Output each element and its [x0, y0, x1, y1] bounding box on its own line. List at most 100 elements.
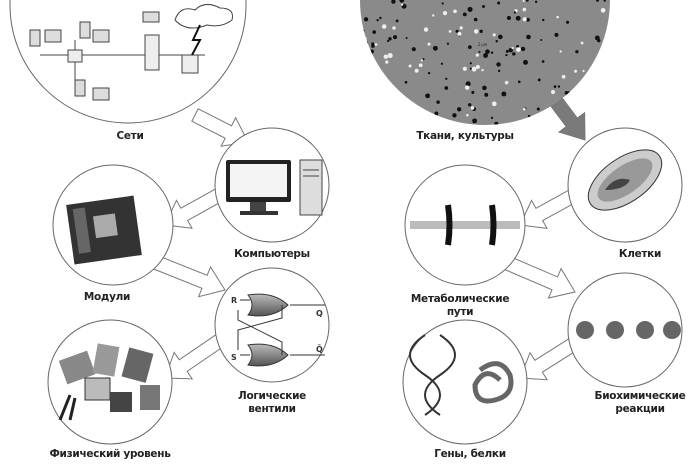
cell-dot: [411, 47, 416, 52]
cell-dot: [378, 109, 381, 112]
cell-dot: [497, 1, 501, 5]
cell-dot: [553, 85, 557, 88]
cell-dot: [372, 30, 376, 34]
cell-dot: [522, 17, 527, 22]
enzyme-reaction-icon: [576, 321, 681, 339]
cell-dot: [427, 42, 431, 46]
cell-dot: [395, 19, 399, 23]
cell-dot: [434, 111, 439, 116]
scale-label: 2 µm: [478, 42, 488, 47]
cell-dot: [415, 116, 419, 120]
cell-dot: [459, 26, 463, 30]
cell-dot: [491, 101, 497, 107]
cell-dot: [468, 45, 472, 50]
label-cells: Клетки: [618, 248, 662, 260]
cell-dot: [379, 16, 382, 20]
cell-dot: [363, 17, 369, 22]
cell-dot: [527, 114, 531, 118]
label-networks: Сети: [116, 130, 144, 142]
arrow-networks-to-computers: [191, 108, 249, 147]
cell-dot: [508, 48, 513, 53]
cell-dot: [445, 77, 448, 80]
cell-dot: [516, 44, 520, 48]
cell-dot: [536, 107, 540, 111]
cell-dot: [473, 29, 479, 34]
cell-dot: [561, 74, 566, 79]
cell-dot: [387, 52, 393, 59]
label-biochem-line2: реакции: [615, 403, 665, 415]
bacterial-cell-icon: [587, 149, 663, 211]
cell-dot: [483, 53, 488, 58]
cell-dot: [505, 49, 509, 53]
cell-dot: [494, 121, 499, 125]
cell-dot: [602, 121, 606, 125]
cell-dot: [362, 29, 365, 32]
cell-dot: [511, 46, 514, 50]
cell-dot: [522, 0, 525, 2]
cell-dot: [566, 20, 570, 24]
cell-dot: [495, 40, 499, 43]
cell-dot: [469, 62, 472, 65]
label-modules: Модули: [83, 291, 131, 303]
cell-dot: [467, 103, 472, 107]
cell-dot: [387, 103, 393, 108]
cell-dot: [475, 53, 479, 57]
cell-dot: [582, 69, 585, 73]
cell-dot: [482, 5, 485, 8]
cell-dot: [427, 71, 431, 75]
cell-dot: [504, 80, 509, 85]
cell-dot: [598, 63, 601, 66]
cell-dot: [478, 50, 481, 53]
cell-dot: [600, 8, 606, 13]
cell-dot: [441, 2, 444, 5]
label-genes: Гены, белки: [434, 448, 506, 460]
cell-dot: [581, 82, 585, 86]
label-physical: Физический уровень: [49, 448, 171, 460]
cell-dot: [506, 15, 511, 21]
cell-dot: [417, 108, 422, 113]
cell-dot: [520, 46, 526, 52]
cell-dot: [554, 32, 559, 37]
cell-dot: [471, 90, 475, 94]
cell-dot: [526, 34, 531, 40]
cell-dot: [513, 11, 517, 14]
cell-dot: [465, 81, 471, 87]
cell-dot: [479, 29, 483, 33]
cell-dot: [575, 50, 579, 54]
cell-dot: [360, 59, 362, 63]
cell-dot: [574, 69, 578, 73]
cell-dot: [360, 120, 363, 125]
cell-dot: [467, 6, 473, 12]
cell-dot: [534, 0, 538, 4]
cell-dot: [481, 68, 484, 72]
cell-dot: [388, 37, 392, 41]
cell-dot: [523, 107, 526, 111]
cell-dot: [525, 0, 529, 2]
cell-dot: [566, 91, 571, 96]
arrow-modules-to-logic: [151, 254, 226, 298]
cell-dot: [391, 88, 396, 93]
cell-dot: [482, 85, 487, 91]
cell-dot: [455, 29, 459, 33]
cell-dot: [526, 17, 530, 22]
cell-dot: [473, 17, 478, 22]
cell-dot: [512, 52, 516, 56]
cell-dot: [400, 121, 405, 125]
cell-dot: [436, 100, 440, 104]
cell-dot: [464, 85, 470, 90]
cell-dot: [485, 49, 490, 54]
cell-dot: [598, 74, 602, 78]
motherboard-icon: [66, 195, 142, 265]
cell-dot: [505, 53, 508, 57]
cell-dot: [400, 97, 405, 102]
cell-dot: [376, 19, 379, 22]
cell-dot: [420, 59, 424, 62]
cell-dot: [362, 36, 367, 41]
cell-dot: [365, 68, 370, 73]
cell-dot: [391, 0, 396, 4]
cell-dot: [383, 54, 389, 59]
arrow-metabolic-to-biochemical: [501, 254, 576, 299]
label-logic-line2: вентили: [248, 403, 296, 415]
